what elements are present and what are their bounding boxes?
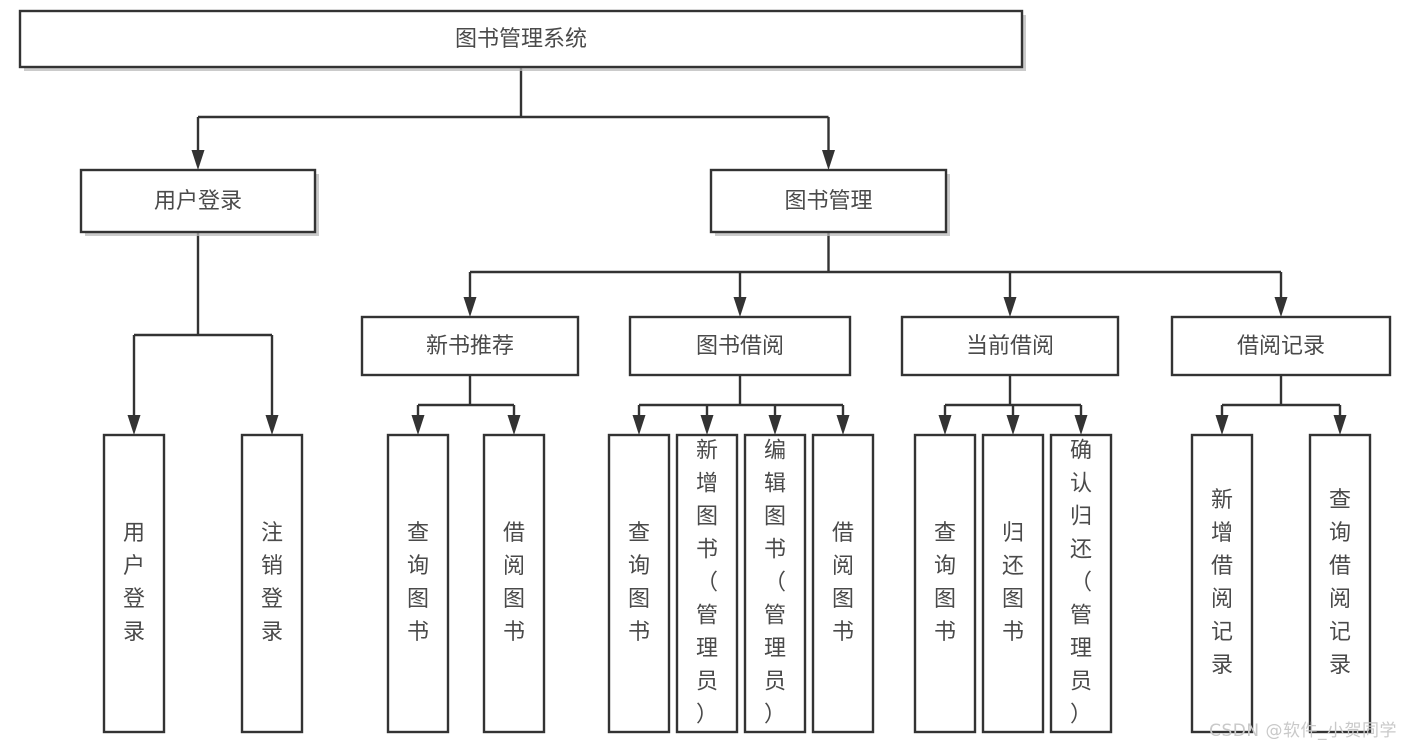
arrow-head-icon	[411, 415, 425, 435]
node-label: 新增图书（管理员）	[696, 439, 718, 728]
node-leaf-user-login[interactable]: 用户登录	[102, 433, 166, 734]
node-box[interactable]	[981, 433, 1045, 734]
arrow-head-icon	[265, 415, 279, 435]
arrow-head-icon	[1215, 415, 1229, 435]
node-label: 借阅记录	[1237, 334, 1325, 359]
edge-group-new-book-recommend	[411, 375, 521, 435]
node-label: 用户登录	[154, 189, 242, 214]
arrow-head-icon	[1333, 415, 1347, 435]
node-leaf-borrow-book-1[interactable]: 借阅图书	[482, 433, 546, 734]
node-label: 查询借阅记录	[1329, 488, 1351, 678]
node-label: 新书推荐	[426, 334, 514, 359]
node-label: 查询图书	[628, 521, 650, 645]
arrow-head-icon	[733, 297, 747, 317]
node-box[interactable]	[360, 315, 580, 377]
arrow-head-icon	[1006, 415, 1020, 435]
arrow-head-icon	[700, 415, 714, 435]
arrow-head-icon	[1003, 297, 1017, 317]
arrow-head-icon	[822, 150, 835, 170]
arrow-head-icon	[507, 415, 521, 435]
node-box[interactable]	[386, 433, 450, 734]
node-box[interactable]	[811, 433, 875, 734]
node-root[interactable]: 图书管理系统	[18, 9, 1026, 71]
node-book-borrow[interactable]: 图书借阅	[628, 315, 852, 377]
node-current-borrow[interactable]: 当前借阅	[900, 315, 1120, 377]
node-box[interactable]	[709, 168, 948, 234]
edge-group-book-borrow	[632, 375, 850, 435]
node-label: 图书管理系统	[455, 27, 587, 52]
arrow-head-icon	[127, 415, 141, 435]
node-leaf-edit-book-admin[interactable]: 编辑图书（管理员）	[743, 433, 807, 734]
node-box[interactable]	[900, 315, 1120, 377]
arrow-head-icon	[463, 297, 477, 317]
node-label: 借阅图书	[832, 521, 854, 645]
node-label: 查询图书	[934, 521, 956, 645]
node-box[interactable]	[1190, 433, 1254, 734]
node-label: 用户登录	[123, 521, 145, 645]
node-label: 借阅图书	[503, 521, 525, 645]
node-leaf-query-book-2[interactable]: 查询图书	[607, 433, 671, 734]
arrow-head-icon	[768, 415, 782, 435]
node-leaf-add-borrow-record[interactable]: 新增借阅记录	[1190, 433, 1254, 734]
edge-group-root	[191, 67, 835, 170]
node-leaf-query-borrow-record[interactable]: 查询借阅记录	[1308, 433, 1372, 734]
node-leaf-add-book-admin[interactable]: 新增图书（管理员）	[675, 433, 739, 734]
node-label: 归还图书	[1002, 521, 1024, 645]
node-box[interactable]	[628, 315, 852, 377]
node-box[interactable]	[1308, 433, 1372, 734]
edge-group-borrow-record	[1215, 375, 1347, 435]
watermark: CSDN @软件_小贺同学	[1209, 721, 1397, 741]
node-box[interactable]	[482, 433, 546, 734]
node-borrow-record[interactable]: 借阅记录	[1170, 315, 1392, 377]
node-leaf-confirm-return-admin[interactable]: 确认归还（管理员）	[1049, 433, 1113, 734]
node-box[interactable]	[102, 433, 166, 734]
node-book-manage[interactable]: 图书管理	[709, 168, 950, 236]
edge-group-user-login	[127, 232, 279, 435]
node-new-book-recommend[interactable]: 新书推荐	[360, 315, 580, 377]
node-leaf-borrow-book-2[interactable]: 借阅图书	[811, 433, 875, 734]
node-box[interactable]	[18, 9, 1024, 69]
node-box[interactable]	[79, 168, 317, 234]
node-user-login[interactable]: 用户登录	[79, 168, 319, 236]
arrow-head-icon	[1074, 415, 1088, 435]
arrow-head-icon	[1274, 297, 1288, 317]
node-label: 编辑图书（管理员）	[764, 439, 786, 728]
edge-group-current-borrow	[938, 375, 1088, 435]
node-label: 当前借阅	[966, 334, 1054, 359]
node-label: 图书借阅	[696, 334, 784, 359]
arrow-head-icon	[938, 415, 952, 435]
node-box[interactable]	[607, 433, 671, 734]
arrow-head-icon	[632, 415, 646, 435]
node-box[interactable]	[240, 433, 304, 734]
arrow-head-icon	[191, 150, 205, 170]
node-label: 注销登录	[261, 521, 283, 645]
node-label: 确认归还（管理员）	[1070, 439, 1092, 728]
node-box[interactable]	[743, 433, 807, 734]
node-box[interactable]	[675, 433, 739, 734]
node-label: 新增借阅记录	[1211, 488, 1233, 678]
node-label: 图书管理	[784, 189, 872, 214]
node-label: 查询图书	[407, 521, 429, 645]
node-leaf-query-book-1[interactable]: 查询图书	[386, 433, 450, 734]
node-box[interactable]	[1170, 315, 1392, 377]
node-leaf-logout[interactable]: 注销登录	[240, 433, 304, 734]
connector-layer	[127, 67, 1347, 435]
node-box[interactable]	[1049, 433, 1113, 734]
arrow-head-icon	[836, 415, 850, 435]
node-leaf-return-book[interactable]: 归还图书	[981, 433, 1045, 734]
edge-group-book-manage	[463, 232, 1288, 317]
node-layer: 图书管理系统用户登录图书管理新书推荐图书借阅当前借阅借阅记录用户登录注销登录查询…	[18, 9, 1392, 734]
node-box[interactable]	[913, 433, 977, 734]
node-leaf-query-book-3[interactable]: 查询图书	[913, 433, 977, 734]
